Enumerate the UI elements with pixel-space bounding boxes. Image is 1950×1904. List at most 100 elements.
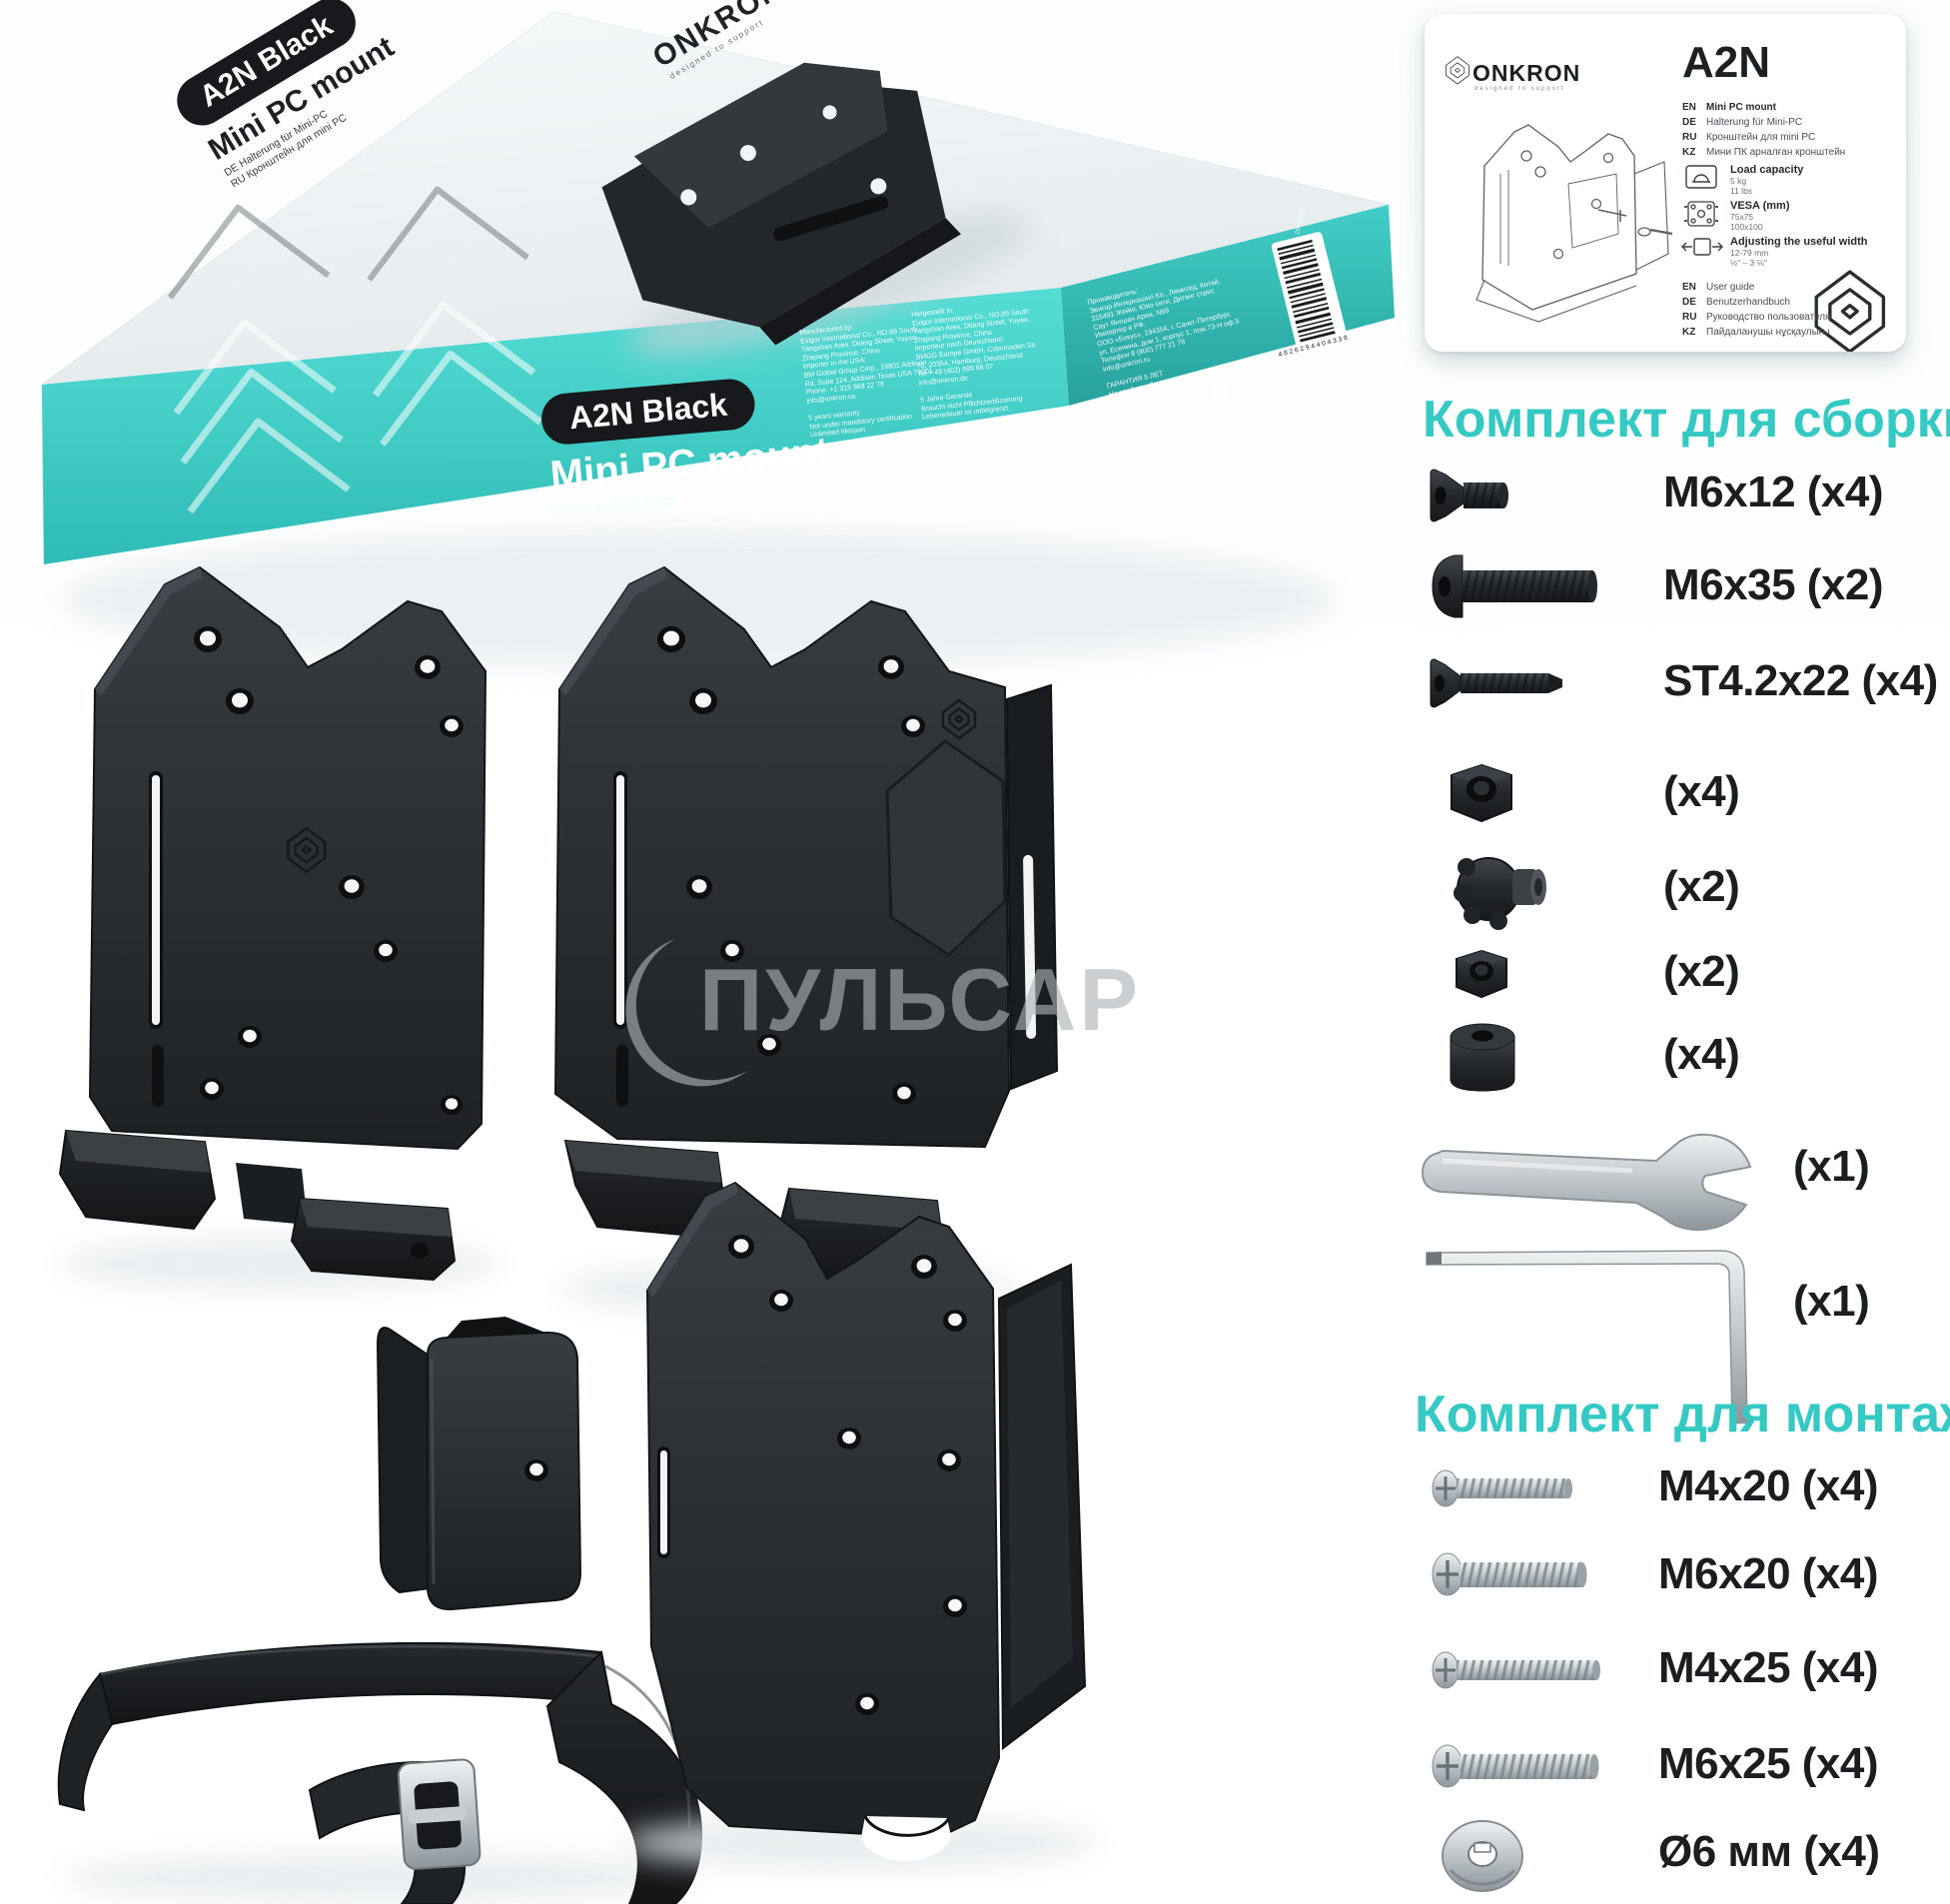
mounting-item-label: M4x20 (x4) <box>1658 1461 1879 1510</box>
spec-line: 100x100 <box>1730 222 1763 232</box>
vesa-icon <box>1684 201 1718 227</box>
onkron-diamond-icon <box>1446 56 1469 85</box>
button-head-screw-black-icon <box>1432 554 1597 618</box>
assembly-item-label: (x2) <box>1663 862 1740 911</box>
assembly-item-label: (x2) <box>1663 947 1740 996</box>
clamp-bracket-photo <box>376 1317 582 1611</box>
thumb-knob-icon <box>1454 857 1546 930</box>
mounting-kit-title: Комплект для монтажа <box>1415 1386 1950 1443</box>
onkron-chevron-outline <box>167 186 543 514</box>
assembly-item-label: (x1) <box>1793 1142 1870 1191</box>
mounting-item-label: M4x25 (x4) <box>1658 1643 1879 1692</box>
spec-block: VESA (mm) 75x75 100x100 <box>1730 200 1790 232</box>
spec-block: Adjusting the useful width 12-79 mm ½" –… <box>1730 236 1868 268</box>
lang-row: KZ Мини ПК арналған кронштейн <box>1682 147 1845 158</box>
spec-title: VESA (mm) <box>1730 200 1790 212</box>
guide-row: EN User guide <box>1682 282 1754 293</box>
adapter-holes <box>728 1235 967 1715</box>
pan-head-screw-silver-icon <box>1432 1744 1599 1788</box>
lang-row: EN Mini PC mount <box>1682 102 1776 113</box>
box-front-label-block: A2N Black Mini PC mount www.onkron.com <box>539 371 833 520</box>
middle-bracket-holes <box>657 626 925 1105</box>
countersunk-screw-long-black-icon <box>1430 658 1562 708</box>
assembly-item-label: M6x12 (x4) <box>1663 468 1884 516</box>
guide-card-tagline: designed to support <box>1474 86 1565 92</box>
guide-row: RU Руководство пользователя <box>1682 312 1831 323</box>
lang-code: EN <box>1682 282 1696 293</box>
washer-silver-icon <box>1442 1820 1523 1892</box>
wrench-icon <box>1421 1133 1752 1232</box>
hexagon-emboss <box>885 739 1007 957</box>
lang-code: KZ <box>1682 327 1696 338</box>
mounting-item-label: M6x25 (x4) <box>1658 1739 1879 1788</box>
assembly-item-label: (x4) <box>1663 1030 1740 1079</box>
assembly-item-label: (x1) <box>1793 1277 1870 1326</box>
middle-bracket-photo <box>553 565 1059 1315</box>
clamp-side-fold <box>376 1327 432 1594</box>
strap-top-band <box>98 1641 613 1726</box>
pan-head-screw-silver-icon <box>1432 1469 1572 1507</box>
hex-nut-small-icon <box>1456 949 1507 999</box>
middle-bracket-plate <box>553 565 1011 1149</box>
adapter-bottom-cutout <box>861 1816 951 1861</box>
lang-code: RU <box>1682 312 1697 323</box>
pan-head-screw-silver-icon <box>1432 1651 1600 1689</box>
assembly-item-label: ST4.2x22 (x4) <box>1663 656 1938 705</box>
guide-text: Benutzerhandbuch <box>1706 297 1790 308</box>
mounting-item-label: M6x20 (x4) <box>1658 1549 1879 1598</box>
countersunk-screw-black-icon <box>1430 469 1508 522</box>
lang-text: Кронштейн для mini PC <box>1706 132 1816 143</box>
adapter-front-plate <box>645 1181 1001 1840</box>
mount-line-art <box>1475 124 1673 323</box>
spec-line: 11 lbs <box>1730 186 1753 196</box>
width-adjust-icon <box>1681 238 1723 256</box>
guide-text: User guide <box>1706 282 1755 293</box>
mounting-item-label: Ø6 мм (x4) <box>1658 1827 1880 1876</box>
lang-text: Halterung für Mini-PC <box>1706 117 1803 128</box>
spec-line: 12-79 mm <box>1730 248 1769 258</box>
vesa-adapter-photo <box>619 1181 1099 1869</box>
left-bracket-photo <box>58 565 499 1290</box>
lang-text: Mini PC mount <box>1706 102 1776 113</box>
spec-block: Load capacity 5 kg 11 lbs <box>1730 164 1803 196</box>
hex-nut-icon <box>1451 763 1512 823</box>
guide-text: Пайдаланушы нұсқаулығы <box>1706 327 1830 338</box>
spec-line: 5 kg <box>1730 176 1747 186</box>
left-bracket-feet <box>58 1129 457 1282</box>
watermark-text: ПУЛЬСАР <box>699 950 1142 1049</box>
spec-line: 75x75 <box>1730 212 1754 222</box>
guide-text: Руководство пользователя <box>1706 312 1831 323</box>
lang-code: DE <box>1682 117 1696 128</box>
spec-line: ½" – 3 ⅛" <box>1730 258 1767 268</box>
lang-row: DE Halterung für Mini-PC <box>1682 117 1802 128</box>
user-guide-card: ONKRON designed to support A2N EN Mini PC… <box>1425 14 1906 352</box>
guide-card-brand: ONKRON <box>1472 60 1581 86</box>
lang-code: KZ <box>1682 147 1696 158</box>
strap-buckle <box>397 1758 482 1870</box>
assembly-kit-title: Комплект для сборки <box>1423 391 1950 449</box>
spec-title: Adjusting the useful width <box>1730 236 1868 248</box>
assembly-item-label: (x4) <box>1663 767 1740 816</box>
assembly-item-label: M6x35 (x2) <box>1663 560 1884 609</box>
guide-row: DE Benutzerhandbuch <box>1682 297 1790 308</box>
lang-row: RU Кронштейн для mini PC <box>1682 132 1815 143</box>
lang-code: EN <box>1682 102 1696 113</box>
lang-text: Мини ПК арналған кронштейн <box>1706 147 1846 158</box>
guide-card-graphics <box>1446 56 1886 352</box>
lang-code: DE <box>1682 297 1696 308</box>
hex-key-icon <box>1426 1250 1748 1425</box>
guide-card-model: A2N <box>1682 38 1771 87</box>
spec-title: Load capacity <box>1730 164 1804 176</box>
lang-code: RU <box>1682 132 1697 143</box>
left-bracket-holes <box>194 626 464 1115</box>
strap-photo <box>57 1641 703 1904</box>
load-capacity-icon <box>1685 165 1717 189</box>
barcode <box>1271 232 1347 348</box>
clamp-front-face <box>427 1331 582 1611</box>
spacer-icon <box>1450 1023 1515 1092</box>
box-product-render <box>601 62 1032 358</box>
strap-left-band <box>57 1671 114 1812</box>
pan-head-screw-silver-icon <box>1432 1552 1587 1596</box>
